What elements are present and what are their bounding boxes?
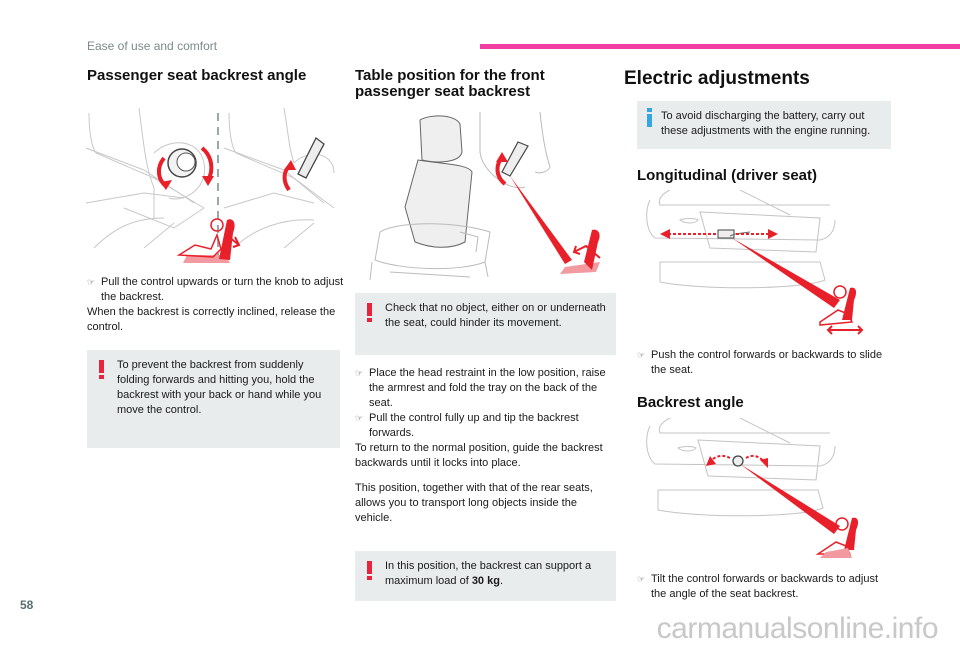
instruction-item: ☞ Pull the control fully up and tip the … xyxy=(355,412,579,439)
backrest-angle-instructions: ☞ Tilt the control forwards or backwards… xyxy=(637,572,891,602)
section-title: Table position for the front passenger s… xyxy=(355,67,545,100)
seat-table-illustration xyxy=(360,112,620,284)
warning-note: Check that no object, either on or under… xyxy=(355,293,616,355)
column-table-position: Table position for the front passenger s… xyxy=(355,68,616,100)
exclamation-icon xyxy=(99,360,105,379)
max-load-value: 30 kg xyxy=(471,575,500,587)
instruction-item: ☞ Tilt the control forwards or backwards… xyxy=(637,573,879,600)
instruction-paragraph: To return to the normal position, guide … xyxy=(355,442,603,469)
column1-instructions: ☞ Pull the control upwards or turn the k… xyxy=(87,275,345,335)
exclamation-icon xyxy=(367,561,373,580)
accent-bar xyxy=(480,44,960,49)
column-electric-adjustments: Electric adjustments xyxy=(624,68,892,90)
column-passenger-backrest: Passenger seat backrest angle xyxy=(87,68,340,84)
subsection-longitudinal: Longitudinal (driver seat) xyxy=(637,167,891,184)
section-label: Ease of use and comfort xyxy=(87,39,218,53)
longitudinal-instructions: ☞ Push the control forwards or backwards… xyxy=(637,348,891,378)
pointing-hand-icon: ☞ xyxy=(87,277,96,287)
longitudinal-control-illustration xyxy=(640,190,870,340)
passenger-seat-pictogram xyxy=(175,215,245,265)
section-title: Electric adjustments xyxy=(624,68,810,89)
instruction-item: ☞ Place the head restraint in the low po… xyxy=(355,367,606,409)
pointing-hand-icon: ☞ xyxy=(637,574,646,584)
exclamation-icon xyxy=(367,303,373,322)
subsection-backrest-angle: Backrest angle xyxy=(637,394,891,411)
info-paragraph: This position, together with that of the… xyxy=(355,482,593,524)
watermark: carmanualsonline.info xyxy=(656,612,939,645)
pointing-hand-icon: ☞ xyxy=(355,368,364,378)
pointing-hand-icon: ☞ xyxy=(637,350,646,360)
warning-note: In this position, the backrest can suppo… xyxy=(355,551,616,601)
pointing-hand-icon: ☞ xyxy=(355,413,364,423)
instruction-paragraph: When the backrest is correctly inclined,… xyxy=(87,306,336,333)
section-title: Passenger seat backrest angle xyxy=(87,67,307,84)
backrest-control-illustration xyxy=(640,418,870,566)
info-note: To avoid discharging the battery, carry … xyxy=(637,101,891,149)
subsection-title: Longitudinal (driver seat) xyxy=(637,167,818,184)
info-icon xyxy=(647,108,653,127)
column2-instructions: ☞ Place the head restraint in the low po… xyxy=(355,366,617,526)
warning-note: To prevent the backrest from suddenly fo… xyxy=(87,350,340,448)
page-number: 58 xyxy=(20,598,34,612)
subsection-title: Backrest angle xyxy=(637,394,744,411)
knob-lever-illustration xyxy=(84,108,340,268)
instruction-item: ☞ Push the control forwards or backwards… xyxy=(637,349,883,376)
instruction-item: ☞ Pull the control upwards or turn the k… xyxy=(87,276,344,303)
